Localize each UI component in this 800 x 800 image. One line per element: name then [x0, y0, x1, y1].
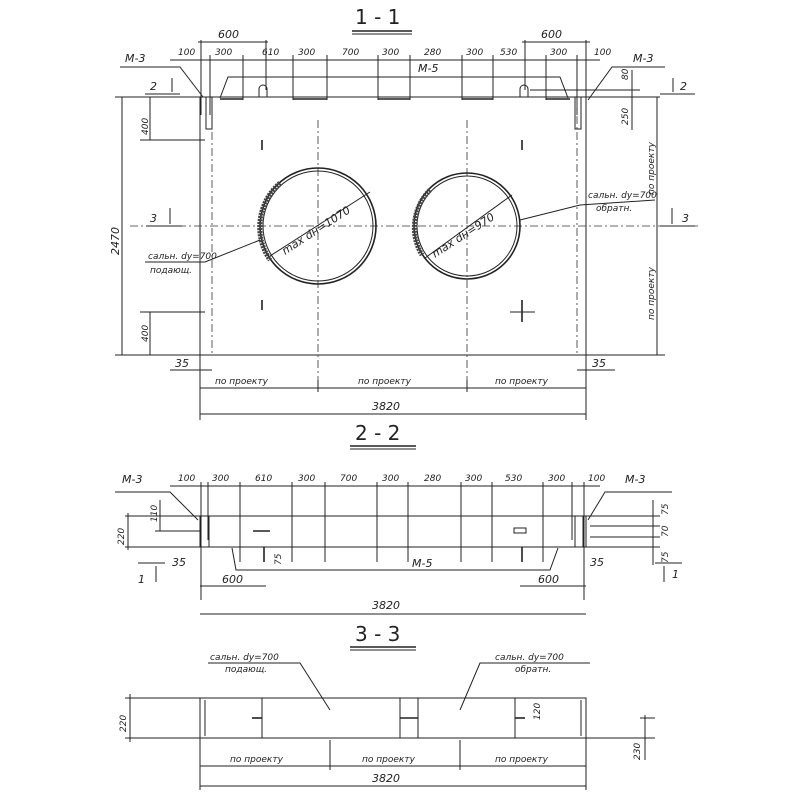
side-segment: по проекту: [647, 141, 657, 195]
dim-label: 300: [550, 48, 567, 58]
dim-label: 35: [175, 357, 189, 370]
cut-label: 2: [680, 80, 687, 93]
bottom-segment: по проекту: [362, 755, 416, 765]
dim-label: 300: [298, 48, 315, 58]
section-2-2: 2 - 2 100 300 610 300 700 300 280 300 53…: [115, 421, 682, 615]
section-title: 2 - 2: [355, 421, 400, 445]
dim-label: 300: [215, 48, 232, 58]
dim-label: 100: [588, 474, 605, 484]
bottom-segment: по проекту: [495, 755, 549, 765]
dim-label: 100: [594, 48, 611, 58]
dim-label: 300: [212, 474, 229, 484]
label-m3-right: M-3: [633, 52, 653, 65]
dim-label: 75: [274, 553, 284, 565]
section-1-1: 1 - 1 600 600 100 300 610 300 700 300 28…: [109, 5, 700, 420]
dim-total: 3820: [372, 599, 400, 612]
dim-label: 600: [222, 573, 243, 586]
dim-label: 700: [340, 474, 357, 484]
bottom-segment: по проекту: [358, 377, 412, 387]
dim-label: 700: [342, 48, 359, 58]
dim-label: 230: [633, 743, 643, 760]
dim-label: 100: [178, 474, 195, 484]
dim-label: 35: [592, 357, 606, 370]
cut-label: 3: [682, 212, 689, 225]
label-m3-right: M-3: [625, 473, 645, 486]
bottom-segment: по проекту: [495, 377, 549, 387]
section-title: 3 - 3: [355, 622, 400, 646]
dim-label: 110: [150, 505, 160, 522]
cut-label: 2: [150, 80, 157, 93]
pipe-right-diameter: max dн=970: [430, 210, 497, 260]
dim-label: 75: [661, 503, 671, 515]
dim-label: 250: [621, 108, 631, 125]
dim-label: 610: [255, 474, 272, 484]
dim-label: 300: [465, 474, 482, 484]
dim-label: 600: [218, 28, 239, 41]
dim-label: 280: [424, 48, 441, 58]
bottom-segment: по проекту: [215, 377, 269, 387]
dim-label: 610: [262, 48, 279, 58]
cut-label: 1: [672, 568, 679, 581]
pipe-left-diameter: max dн=1070: [280, 204, 353, 258]
dim-label: 400: [141, 325, 151, 342]
cut-label: 1: [138, 573, 145, 586]
dim-label: 530: [505, 474, 522, 484]
label-m5: M-5: [412, 557, 432, 570]
dim-label: 100: [178, 48, 195, 58]
dim-height: 2470: [109, 227, 122, 255]
dim-ticks: [200, 482, 585, 600]
bottom-segment: по проекту: [230, 755, 284, 765]
dim-label: 300: [382, 48, 399, 58]
dim-label: 220: [117, 528, 127, 545]
gland-label: сальн. dу=700: [210, 653, 279, 663]
dim-label: 530: [500, 48, 517, 58]
gland-label: сальн. dу=700: [588, 191, 657, 201]
dim-label: 280: [424, 474, 441, 484]
dim-label: 300: [548, 474, 565, 484]
dim-label: 300: [466, 48, 483, 58]
section-3-3: 3 - 3 сальн. dу=700 подающ. сальн. dу=70…: [119, 622, 655, 790]
gland-label: сальн. dу=700: [148, 252, 217, 262]
dim-label: 35: [172, 556, 186, 569]
side-segment: по проекту: [647, 266, 657, 320]
dim-label: 70: [661, 525, 671, 537]
label-m3-left: M-3: [125, 52, 145, 65]
dim-total: 3820: [372, 772, 400, 785]
dim-label: 220: [119, 715, 129, 732]
gland-label: обратн.: [515, 665, 551, 675]
dim-label: 300: [382, 474, 399, 484]
gland-label: подающ.: [150, 266, 192, 276]
dim-label: 600: [538, 573, 559, 586]
gland-label: обратн.: [596, 204, 632, 214]
dim-total: 3820: [372, 400, 400, 413]
dim-label: 300: [298, 474, 315, 484]
dim-label: 35: [590, 556, 604, 569]
label-m3-left: M-3: [122, 473, 142, 486]
dim-label: 80: [621, 68, 631, 80]
gland-label: подающ.: [225, 665, 267, 675]
dim-label: 120: [533, 703, 543, 720]
section-title: 1 - 1: [355, 5, 400, 29]
dim-label: 400: [141, 118, 151, 135]
dim-label: 75: [661, 551, 671, 563]
dim-label: 600: [541, 28, 562, 41]
cut-label: 3: [150, 212, 157, 225]
label-m5: M-5: [418, 62, 438, 75]
gland-label: сальн. dу=700: [495, 653, 564, 663]
